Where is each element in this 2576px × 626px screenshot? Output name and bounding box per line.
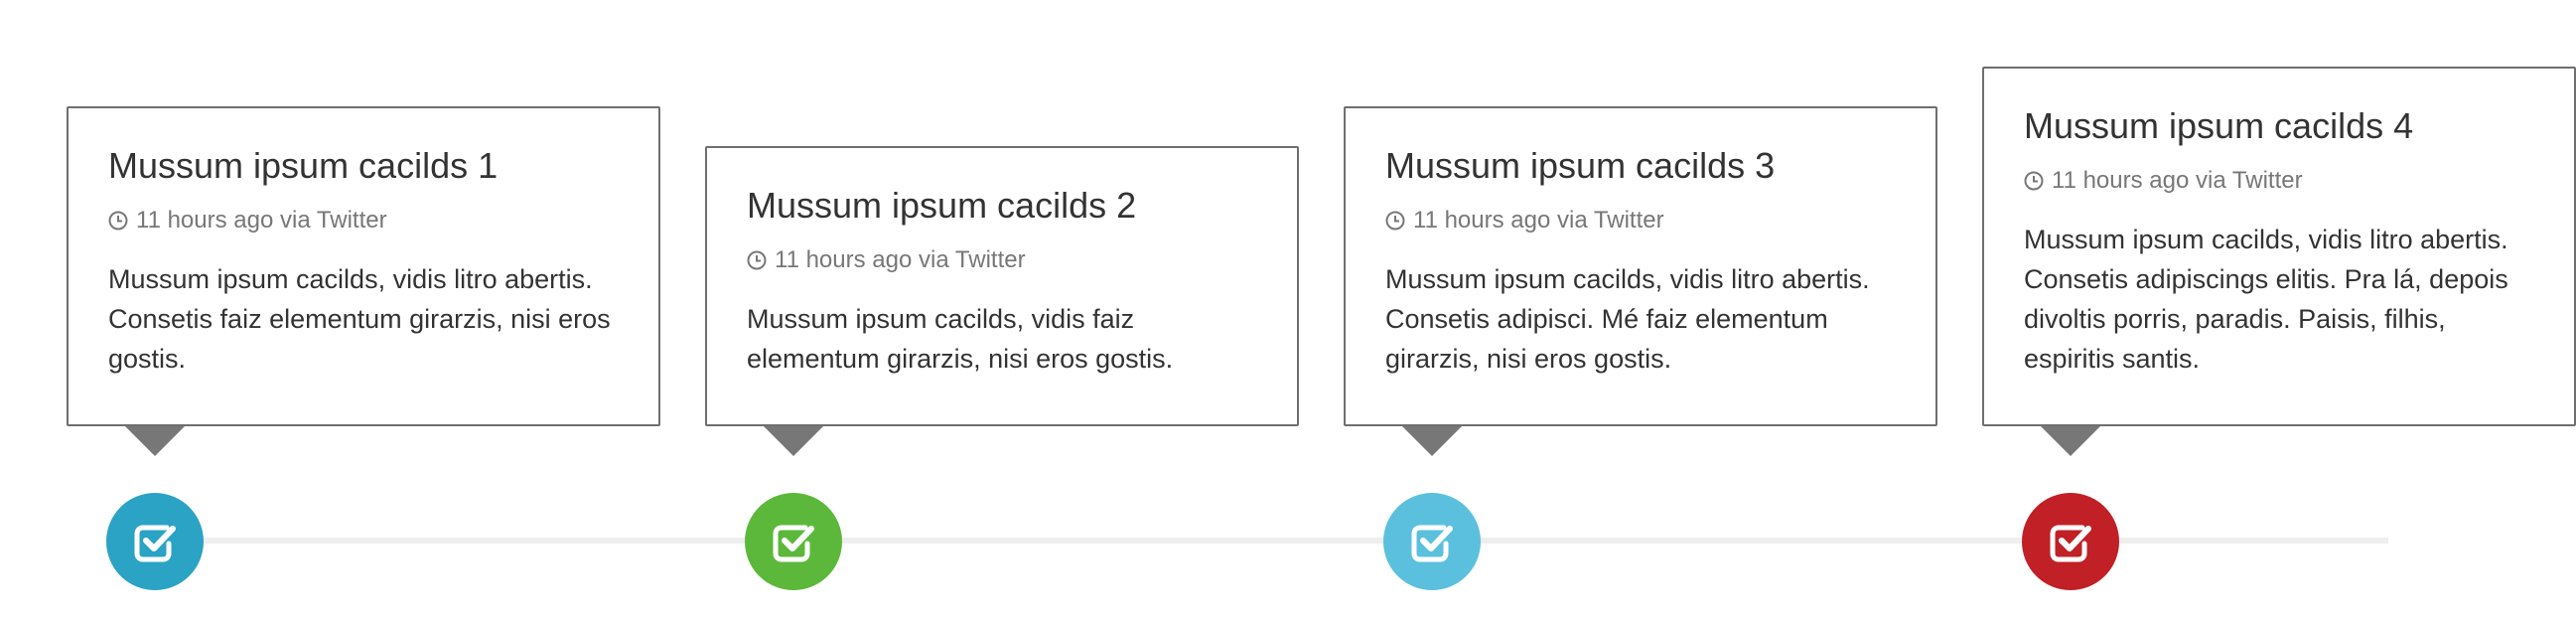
timeline-card: Mussum ipsum cacilds 4 11 hours ago via … xyxy=(1982,67,2576,426)
timeline-card: Mussum ipsum cacilds 1 11 hours ago via … xyxy=(67,106,660,426)
card-body: Mussum ipsum cacilds, vidis litro aberti… xyxy=(108,264,611,374)
timeline-card: Mussum ipsum cacilds 3 11 hours ago via … xyxy=(1344,106,1937,426)
check-square-icon xyxy=(773,525,814,562)
timeline-badge[interactable] xyxy=(2022,493,2119,590)
card-meta: 11 hours ago via Twitter xyxy=(1385,206,1896,235)
timeline-badge[interactable] xyxy=(1383,493,1481,590)
card-title: Mussum ipsum cacilds 4 xyxy=(2024,105,2414,146)
card-meta-text: 11 hours ago via Twitter xyxy=(775,246,1026,273)
timeline: Mussum ipsum cacilds 1 11 hours ago via … xyxy=(67,67,2576,590)
clock-icon xyxy=(2024,171,2044,191)
clock-icon xyxy=(1385,211,1405,231)
check-square-icon xyxy=(2050,525,2091,562)
card-meta: 11 hours ago via Twitter xyxy=(2024,166,2534,196)
timeline-line xyxy=(154,538,2388,544)
clock-icon xyxy=(108,211,128,231)
card-meta: 11 hours ago via Twitter xyxy=(108,206,619,235)
check-square-icon xyxy=(134,525,176,562)
card-meta-text: 11 hours ago via Twitter xyxy=(2052,167,2303,194)
timeline-badge[interactable] xyxy=(745,493,842,590)
card-meta-text: 11 hours ago via Twitter xyxy=(1413,207,1664,234)
caret-down-icon xyxy=(764,426,823,456)
card-body: Mussum ipsum cacilds, vidis faiz element… xyxy=(747,304,1174,374)
card-title: Mussum ipsum cacilds 1 xyxy=(108,145,499,186)
card-meta: 11 hours ago via Twitter xyxy=(747,245,1257,275)
clock-icon xyxy=(747,250,767,270)
card-body: Mussum ipsum cacilds, vidis litro aberti… xyxy=(2024,225,2508,374)
card-title: Mussum ipsum cacilds 3 xyxy=(1385,145,1776,186)
timeline-badge[interactable] xyxy=(106,493,204,590)
caret-down-icon xyxy=(2041,426,2100,456)
caret-down-icon xyxy=(125,426,185,456)
timeline-card: Mussum ipsum cacilds 2 11 hours ago via … xyxy=(705,146,1299,426)
caret-down-icon xyxy=(1402,426,1462,456)
card-body: Mussum ipsum cacilds, vidis litro aberti… xyxy=(1385,264,1870,374)
check-square-icon xyxy=(1411,525,1453,562)
card-meta-text: 11 hours ago via Twitter xyxy=(136,207,387,234)
card-title: Mussum ipsum cacilds 2 xyxy=(747,185,1137,226)
